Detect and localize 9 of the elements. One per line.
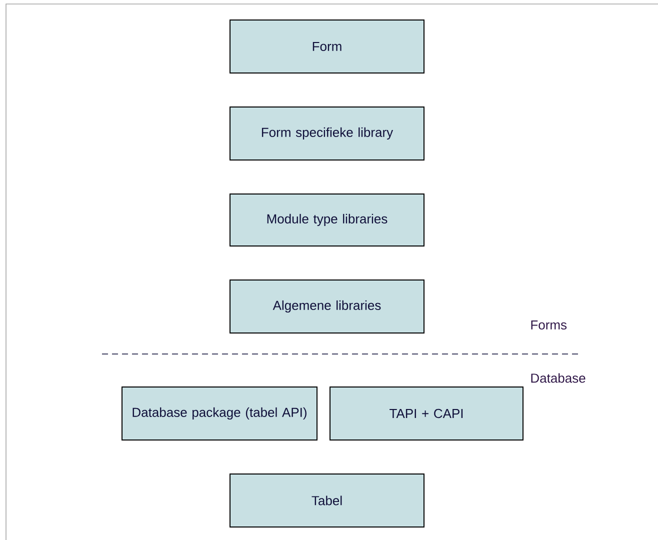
layer-box: TAPI + CAPI <box>330 386 524 440</box>
layer-box: Algemene libraries <box>230 280 424 334</box>
layer-box: Module type libraries <box>230 194 424 246</box>
layer-box: Database package (tabel API) <box>122 386 318 440</box>
layer-box: Form <box>230 20 424 74</box>
layer-box: Form specifieke library <box>230 106 424 160</box>
layer-label: Database <box>531 373 586 383</box>
layer-box: Tabel <box>230 474 424 528</box>
layer-label: Forms <box>531 320 567 330</box>
